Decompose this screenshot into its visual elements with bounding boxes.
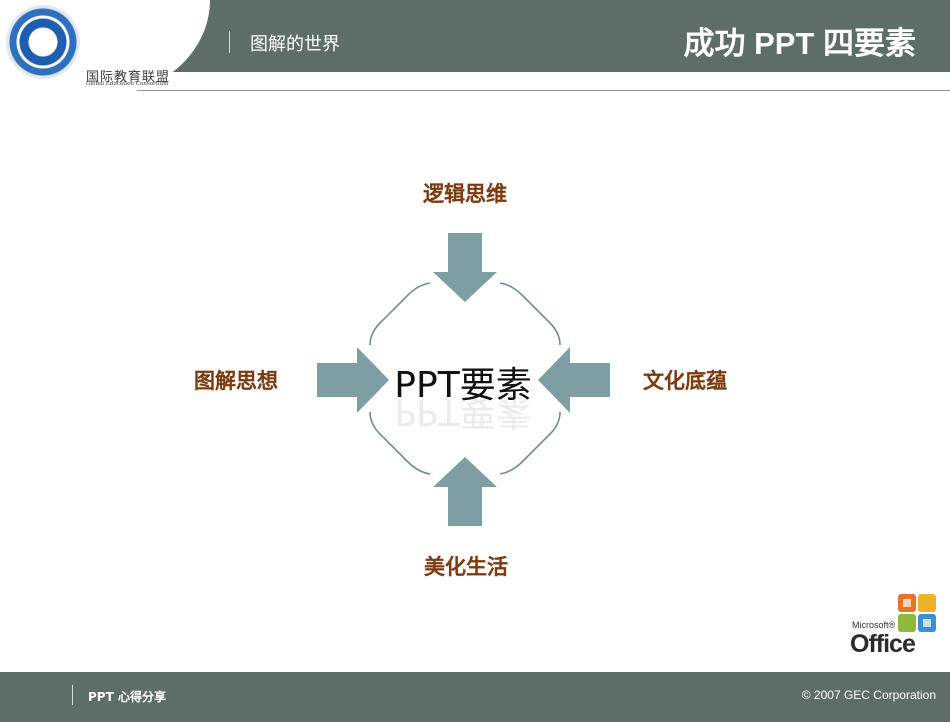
label-left: 图解思想	[194, 369, 278, 393]
connector-top-right	[499, 282, 561, 346]
footer-separator	[72, 685, 73, 705]
slide-title: 成功 PPT 四要素	[683, 26, 916, 61]
subtitle-separator	[229, 31, 230, 53]
connector-top-left	[369, 282, 431, 346]
arrow-left-right	[538, 347, 610, 413]
logo-english-name: Global Education Consortium	[86, 81, 169, 87]
footer-title: PPT 心得分享	[88, 690, 166, 704]
center-label-reflection: PPT要素	[394, 391, 531, 432]
office-brand: Microsoft®	[852, 620, 896, 630]
arrow-up-bottom	[433, 457, 497, 526]
arrow-down-top	[433, 233, 497, 302]
office-puzzle-icon	[898, 594, 936, 632]
diamond-connectors	[369, 282, 561, 475]
arrow-right-left	[317, 347, 389, 413]
connector-bottom-left	[369, 411, 431, 475]
label-right: 文化底蕴	[643, 369, 727, 393]
connector-bottom-right	[499, 411, 561, 475]
logo-chinese-name: 国际教育联盟	[86, 70, 171, 85]
office-word: Office	[850, 630, 916, 658]
footer-bar	[0, 672, 950, 722]
section-subtitle: 图解的世界	[250, 34, 340, 55]
footer-copyright: © 2007 GEC Corporation	[801, 688, 936, 702]
office-logo: Microsoft® Office	[850, 592, 945, 662]
gec-logo-icon	[6, 5, 80, 79]
header-divider	[0, 90, 950, 91]
label-top: 逻辑思维	[423, 182, 507, 206]
label-bottom: 美化生活	[424, 555, 508, 579]
center-label: PPT要素	[394, 365, 531, 406]
